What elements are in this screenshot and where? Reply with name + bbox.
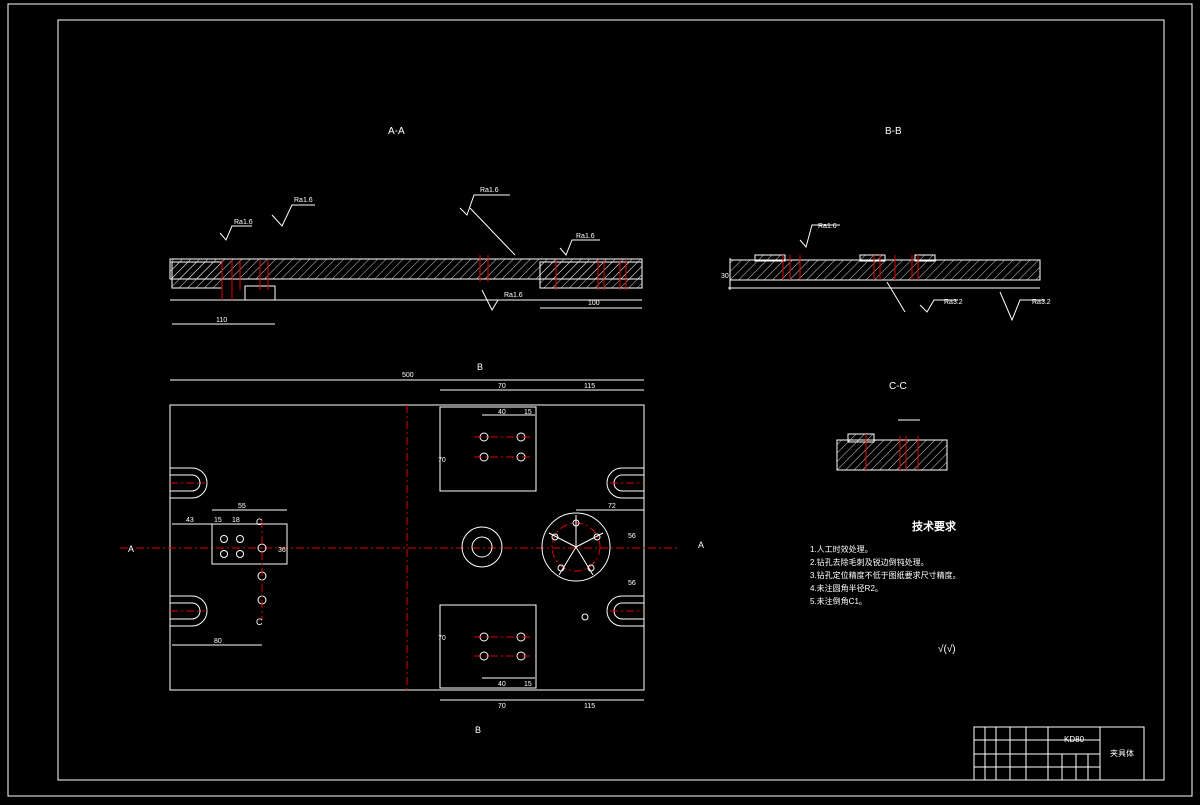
marker-c-bottom: C — [256, 617, 263, 627]
roughness-general-symbol: √(√) — [938, 643, 956, 655]
roughness-aa-3: Ra1.6 — [480, 187, 499, 194]
dim-72: 72 — [608, 503, 616, 510]
marker-a-left: A — [128, 544, 134, 554]
dim-40-top: 40 — [498, 409, 506, 416]
dim-18: 18 — [232, 517, 240, 524]
dim-15-top: 15 — [524, 409, 532, 416]
title-block-code: KD80 — [1064, 735, 1085, 744]
roughness-aa-4: Ra1.6 — [504, 292, 523, 299]
dim-40-bottom: 40 — [498, 681, 506, 688]
section-cc-label: C-C — [889, 381, 907, 392]
section-bb-view: 30 Ra1.6 Ra3.2 Ra3.2 — [721, 223, 1051, 322]
inner-border — [57, 19, 1165, 781]
dim-70-top: 70 — [498, 383, 506, 390]
roughness-bb-3: Ra3.2 — [1032, 299, 1051, 306]
dim-15-bottom: 15 — [524, 681, 532, 688]
section-cc-view — [836, 419, 948, 471]
dim-70-bottom: 70 — [498, 703, 506, 710]
section-bb-label: B-B — [885, 126, 902, 137]
dim-115-top: 115 — [584, 383, 595, 390]
dim-30: 30 — [721, 273, 729, 280]
dim-100: 100 — [588, 300, 600, 307]
dim-70-left-bottom: 70 — [438, 635, 446, 642]
dim-43: 43 — [186, 517, 194, 524]
dim-500: 500 — [402, 372, 414, 379]
dim-56-a: 56 — [628, 533, 636, 540]
dim-15-left: 15 — [214, 517, 222, 524]
plan-view: 500 70 115 70 115 40 15 70 40 15 70 55 — [120, 372, 680, 710]
section-aa-view: 110 100 Ra1.6 Ra1.6 Ra1.6 Ra1.6 Ra1.6 — [169, 187, 643, 325]
dim-55: 55 — [238, 503, 246, 510]
dim-110: 110 — [216, 317, 227, 324]
dim-115-bottom: 115 — [584, 703, 595, 710]
title-block: KD80 夹具体 — [973, 726, 1145, 781]
outer-border — [7, 3, 1193, 797]
tech-req-title: 技术要求 — [912, 519, 957, 533]
marker-c-top: C — [256, 517, 263, 527]
dim-70-left-top: 70 — [438, 457, 446, 464]
title-block-name: 夹具体 — [1110, 748, 1134, 758]
tech-req-2: 2.钻孔去除毛刺及锐边倒钝处理。 — [810, 557, 929, 567]
tech-req-5: 5.未注倒角C1。 — [810, 596, 867, 606]
roughness-bb-1: Ra1.6 — [818, 223, 837, 230]
dim-56-b: 56 — [628, 580, 636, 587]
tech-req-4: 4.未注圆角半径R2。 — [810, 583, 883, 593]
tech-req-3: 3.钻孔定位精度不低于图纸要求尺寸精度。 — [810, 570, 961, 580]
roughness-bb-2: Ra3.2 — [944, 299, 963, 306]
roughness-aa-5: Ra1.6 — [576, 233, 595, 240]
roughness-aa-1: Ra1.6 — [294, 197, 313, 204]
dim-36: 36 — [278, 547, 286, 554]
dim-80: 80 — [214, 638, 222, 645]
tech-req-1: 1.人工时效处理。 — [810, 544, 873, 554]
marker-b-top: B — [477, 362, 483, 372]
roughness-aa-2: Ra1.6 — [234, 219, 253, 226]
marker-b-bottom: B — [475, 725, 481, 735]
section-aa-label: A-A — [388, 126, 405, 137]
marker-a-right: A — [698, 540, 704, 550]
